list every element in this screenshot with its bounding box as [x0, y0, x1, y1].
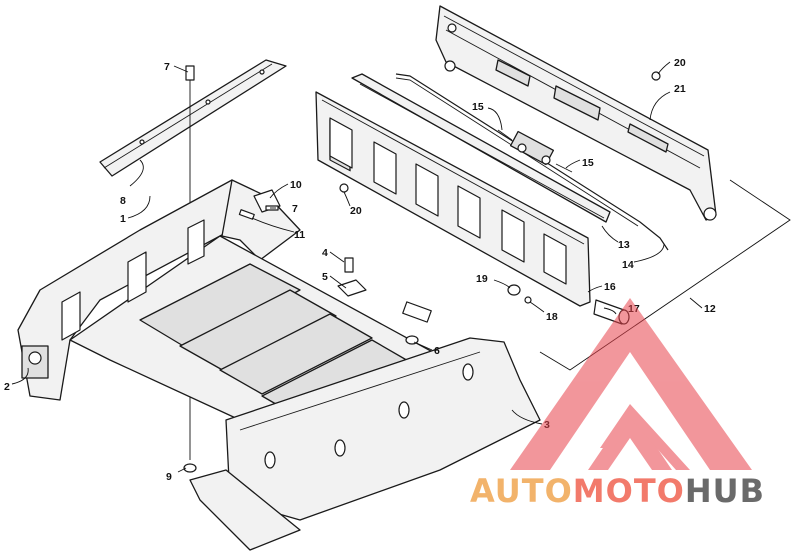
- callout-1: 1: [120, 213, 126, 225]
- callout-6: 6: [434, 345, 440, 357]
- callout-13: 13: [618, 239, 630, 251]
- watermark-wordmark: AUTOMOTOHUB: [470, 472, 765, 510]
- watermark-word-moto: MOTO: [573, 472, 685, 510]
- callout-11: 11: [294, 229, 305, 241]
- callout-8: 8: [120, 195, 126, 207]
- watermark-logo: [510, 298, 752, 470]
- callout-10: 10: [290, 179, 302, 191]
- callout-2: 2: [4, 381, 10, 393]
- upper-trim-strip: [351, 73, 611, 223]
- cargo-bed-tub: [17, 179, 541, 551]
- latch-mechanism: [497, 129, 573, 173]
- watermark-word-hub: HUB: [685, 472, 765, 510]
- callout-12: 12: [704, 303, 716, 315]
- watermark-word-auto: AUTO: [470, 472, 573, 510]
- callout-7-top: 7: [164, 61, 170, 73]
- callout-9: 9: [166, 471, 172, 483]
- svg-text:AUTOMOTOHUB: AUTOMOTOHUB: [470, 472, 765, 510]
- callout-15-right: 15: [582, 157, 594, 169]
- side-rail: [99, 59, 287, 177]
- callout-20-upper: 20: [674, 57, 686, 69]
- callout-14: 14: [622, 259, 634, 271]
- callout-20-lower: 20: [350, 205, 362, 217]
- callout-4: 4: [322, 247, 328, 259]
- inner-tailgate-panel: [315, 91, 591, 307]
- callout-16: 16: [604, 281, 616, 293]
- callout-7-side: 7: [292, 203, 298, 215]
- callout-15-left: 15: [472, 101, 484, 113]
- callout-5: 5: [322, 271, 328, 283]
- callout-21: 21: [674, 83, 686, 95]
- callout-18: 18: [546, 311, 558, 323]
- tailgate-panel: [435, 5, 717, 221]
- leader-lines: [11, 61, 791, 473]
- callout-19: 19: [476, 273, 488, 285]
